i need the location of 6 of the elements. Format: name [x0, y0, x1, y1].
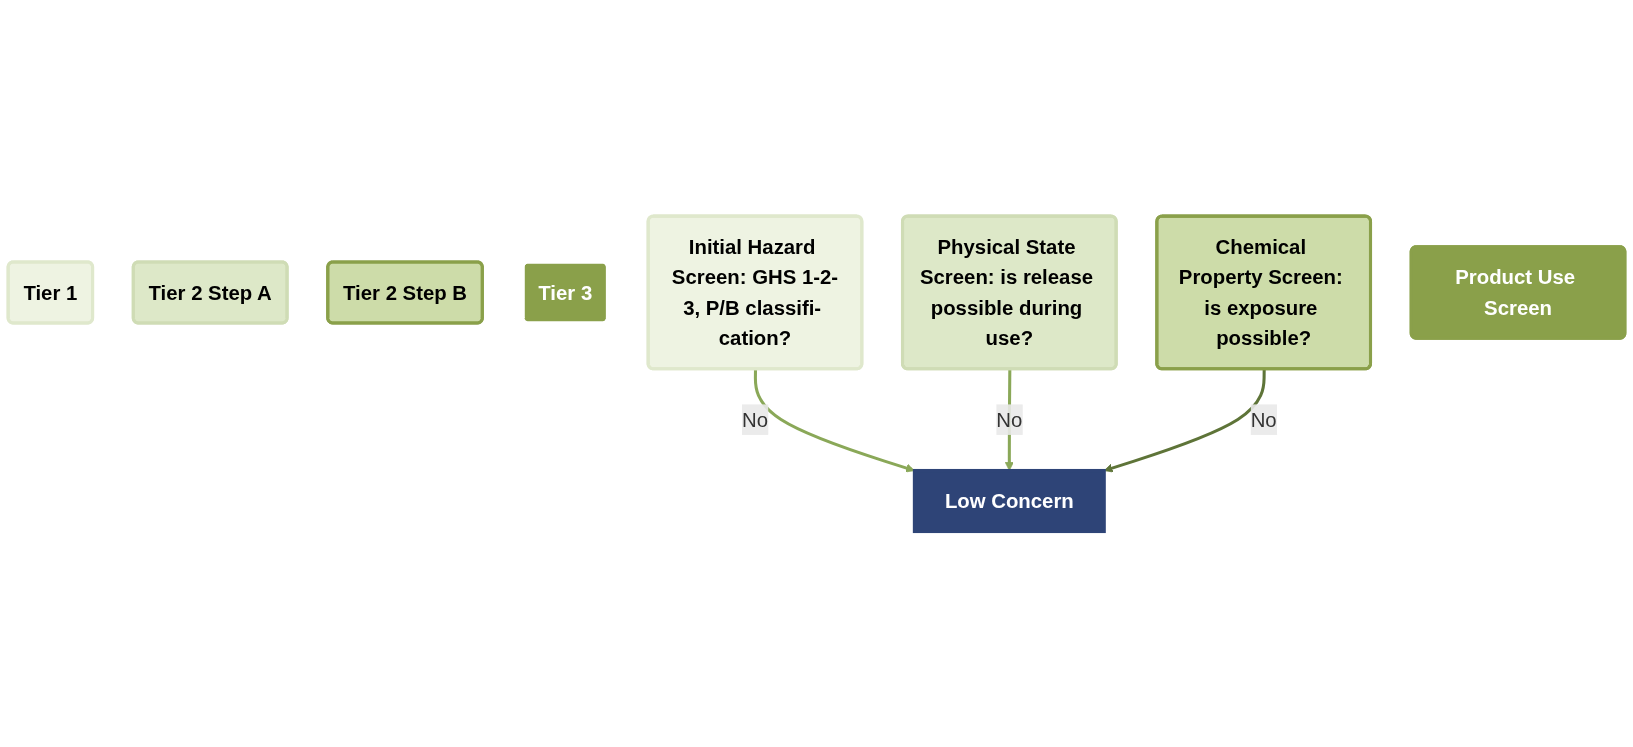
arrow	[753, 368, 915, 473]
edge-label: No	[996, 408, 1023, 431]
node-box: Low Concern	[912, 468, 1106, 533]
arrow	[1103, 368, 1266, 473]
edge-label: No	[1250, 408, 1277, 431]
edge-label: No	[741, 408, 768, 431]
